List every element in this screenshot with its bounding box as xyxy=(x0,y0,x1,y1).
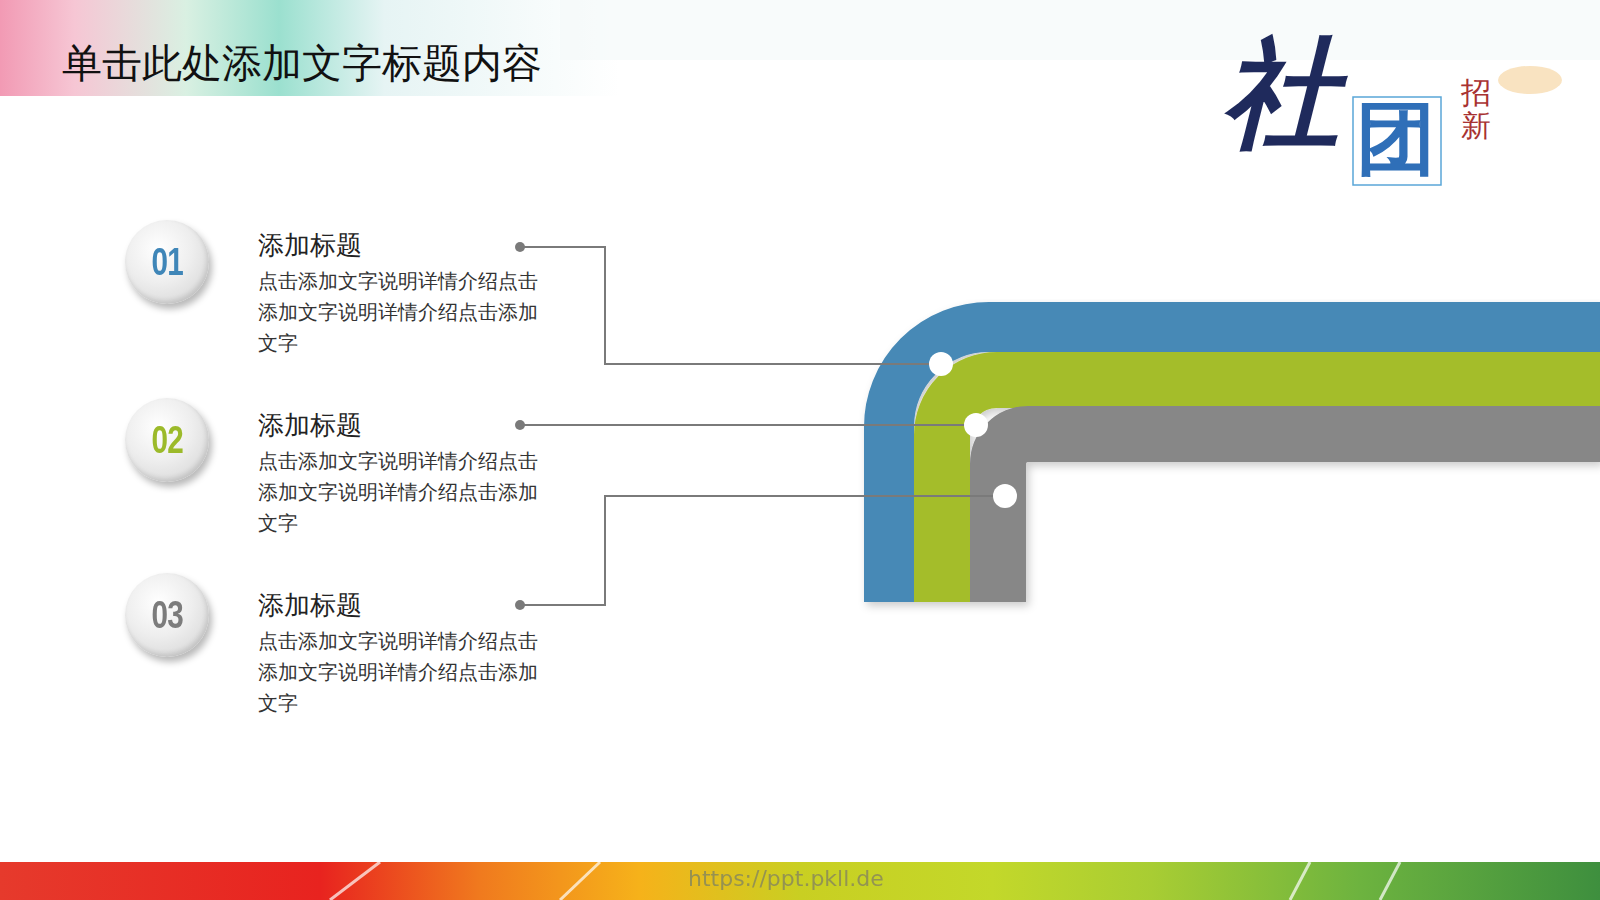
logo-frame xyxy=(1353,97,1441,185)
band-dots xyxy=(929,352,1017,508)
number-circle: 01 xyxy=(125,220,209,304)
watermark: https://ppt.pkll.de xyxy=(688,866,884,891)
callout-number: 02 xyxy=(151,419,182,462)
cloud xyxy=(1498,66,1562,94)
leader-lines xyxy=(520,247,994,605)
item-heading: 添加标题 xyxy=(258,228,362,263)
green-band xyxy=(942,380,1600,602)
bands xyxy=(889,327,1600,602)
item-heading: 添加标题 xyxy=(258,588,362,623)
item-heading: 添加标题 xyxy=(258,408,362,443)
callout-number: 01 xyxy=(151,241,182,284)
leader-dot xyxy=(515,420,525,430)
blue-band xyxy=(889,327,1600,602)
gray-band xyxy=(998,434,1600,602)
title-wash-fade xyxy=(560,0,1600,60)
leader-dot xyxy=(515,242,525,252)
slide-title: 单击此处添加文字标题内容 xyxy=(62,36,542,91)
leader-line xyxy=(520,247,930,364)
leader-dot xyxy=(515,600,525,610)
title-wash xyxy=(0,0,620,96)
band-dot xyxy=(929,352,953,376)
bottom-streaks xyxy=(330,862,1400,900)
band-dot xyxy=(964,413,988,437)
logo-vertical: 招新 xyxy=(1461,76,1491,142)
band-dot xyxy=(993,484,1017,508)
item-body: 点击添加文字说明详情介绍点击添加文字说明详情介绍点击添加文字 xyxy=(258,446,540,539)
logo-char: 团 xyxy=(1356,96,1436,180)
item-body: 点击添加文字说明详情介绍点击添加文字说明详情介绍点击添加文字 xyxy=(258,626,540,719)
number-circle: 02 xyxy=(125,398,209,482)
logo-char: 社 xyxy=(1222,34,1340,152)
leader-line xyxy=(520,424,965,426)
item-body: 点击添加文字说明详情介绍点击添加文字说明详情介绍点击添加文字 xyxy=(258,266,540,359)
leader-ends xyxy=(515,242,525,610)
bottom-band xyxy=(0,862,1600,900)
leader-line xyxy=(520,496,994,605)
number-circle: 03 xyxy=(125,573,209,657)
callout-number: 03 xyxy=(151,594,182,637)
